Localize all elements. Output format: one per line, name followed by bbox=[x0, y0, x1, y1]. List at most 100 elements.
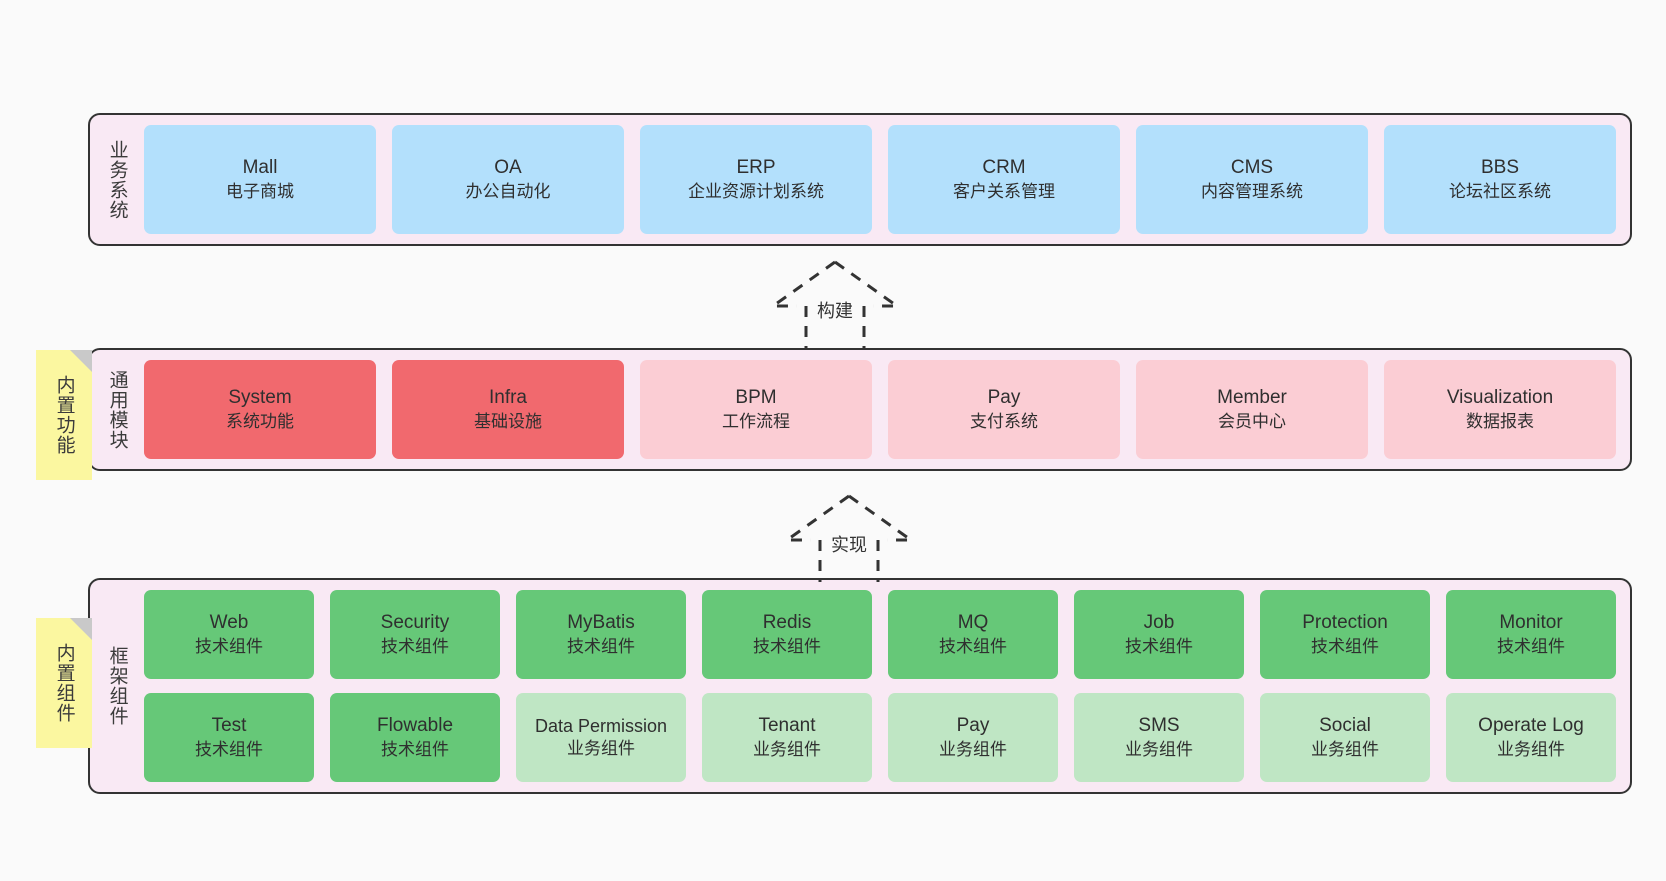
card-subtitle: 技术组件 bbox=[1125, 636, 1193, 656]
card-subtitle: 技术组件 bbox=[753, 636, 821, 656]
card-pay-module[interactable]: Pay 支付系统 bbox=[888, 360, 1120, 459]
card-subtitle: 技术组件 bbox=[939, 636, 1007, 656]
card-subtitle: 技术组件 bbox=[381, 739, 449, 759]
card-title: BBS bbox=[1480, 157, 1520, 179]
card-subtitle: 企业资源计划系统 bbox=[688, 181, 824, 201]
card-title: Tenant bbox=[758, 715, 816, 737]
card-subtitle: 业务组件 bbox=[939, 739, 1007, 759]
card-title: Flowable bbox=[376, 715, 454, 737]
card-web[interactable]: Web 技术组件 bbox=[144, 590, 314, 679]
card-monitor[interactable]: Monitor 技术组件 bbox=[1446, 590, 1616, 679]
card-cms[interactable]: CMS 内容管理系统 bbox=[1136, 125, 1368, 234]
card-subtitle: 技术组件 bbox=[567, 636, 635, 656]
card-pay-component[interactable]: Pay 业务组件 bbox=[888, 693, 1058, 782]
card-grid-framework-components: Web 技术组件 Security 技术组件 MyBatis 技术组件 Redi… bbox=[140, 590, 1616, 782]
card-title: Member bbox=[1217, 387, 1287, 409]
card-job[interactable]: Job 技术组件 bbox=[1074, 590, 1244, 679]
card-subtitle: 业务组件 bbox=[1125, 739, 1193, 759]
card-row: Mall 电子商城 OA 办公自动化 ERP 企业资源计划系统 CRM 客户关系… bbox=[144, 125, 1616, 234]
card-subtitle: 业务组件 bbox=[1497, 739, 1565, 759]
card-protection[interactable]: Protection 技术组件 bbox=[1260, 590, 1430, 679]
card-mybatis[interactable]: MyBatis 技术组件 bbox=[516, 590, 686, 679]
sticky-fold-icon bbox=[70, 350, 92, 372]
card-flowable[interactable]: Flowable 技术组件 bbox=[330, 693, 500, 782]
card-subtitle: 系统功能 bbox=[226, 411, 294, 431]
card-title: Data Permission bbox=[534, 715, 668, 736]
card-subtitle: 办公自动化 bbox=[465, 181, 551, 201]
card-operate-log[interactable]: Operate Log 业务组件 bbox=[1446, 693, 1616, 782]
card-social[interactable]: Social 业务组件 bbox=[1260, 693, 1430, 782]
realization-arrow-icon bbox=[768, 260, 902, 348]
card-title: Social bbox=[1319, 715, 1371, 737]
card-subtitle: 业务组件 bbox=[567, 739, 635, 759]
card-title: Pay bbox=[956, 715, 990, 737]
card-title: Redis bbox=[762, 612, 812, 634]
layer-business-systems: 业务系统 Mall 电子商城 OA 办公自动化 ERP 企业资源计划系统 CRM… bbox=[88, 113, 1632, 246]
card-sms[interactable]: SMS 业务组件 bbox=[1074, 693, 1244, 782]
card-subtitle: 技术组件 bbox=[381, 636, 449, 656]
card-subtitle: 支付系统 bbox=[970, 411, 1038, 431]
card-title: Infra bbox=[488, 387, 528, 409]
card-title: OA bbox=[494, 157, 522, 179]
card-system[interactable]: System 系统功能 bbox=[144, 360, 376, 459]
card-title: Monitor bbox=[1499, 612, 1563, 634]
card-row: System 系统功能 Infra 基础设施 BPM 工作流程 Pay 支付系统… bbox=[144, 360, 1616, 459]
card-tenant[interactable]: Tenant 业务组件 bbox=[702, 693, 872, 782]
card-title: Test bbox=[211, 715, 247, 737]
connector-implement: 实现 bbox=[774, 492, 924, 584]
card-bbs[interactable]: BBS 论坛社区系统 bbox=[1384, 125, 1616, 234]
card-subtitle: 客户关系管理 bbox=[953, 181, 1055, 201]
sticky-note-builtin-components: 内置组件 bbox=[36, 618, 92, 748]
card-row: Test 技术组件 Flowable 技术组件 Data Permission … bbox=[144, 693, 1616, 782]
card-security[interactable]: Security 技术组件 bbox=[330, 590, 500, 679]
connector-label-build: 构建 bbox=[817, 301, 853, 321]
card-mq[interactable]: MQ 技术组件 bbox=[888, 590, 1058, 679]
card-subtitle: 技术组件 bbox=[1311, 636, 1379, 656]
card-title: Job bbox=[1143, 612, 1175, 634]
card-crm[interactable]: CRM 客户关系管理 bbox=[888, 125, 1120, 234]
card-bpm[interactable]: BPM 工作流程 bbox=[640, 360, 872, 459]
card-title: System bbox=[228, 387, 292, 409]
card-infra[interactable]: Infra 基础设施 bbox=[392, 360, 624, 459]
card-erp[interactable]: ERP 企业资源计划系统 bbox=[640, 125, 872, 234]
card-title: Operate Log bbox=[1478, 715, 1584, 737]
card-subtitle: 工作流程 bbox=[722, 411, 790, 431]
card-visualization[interactable]: Visualization 数据报表 bbox=[1384, 360, 1616, 459]
card-subtitle: 内容管理系统 bbox=[1201, 181, 1303, 201]
card-test[interactable]: Test 技术组件 bbox=[144, 693, 314, 782]
card-mall[interactable]: Mall 电子商城 bbox=[144, 125, 376, 234]
card-oa[interactable]: OA 办公自动化 bbox=[392, 125, 624, 234]
layer-label-framework-components: 框架组件 bbox=[106, 646, 128, 726]
card-subtitle: 业务组件 bbox=[1311, 739, 1379, 759]
card-subtitle: 技术组件 bbox=[195, 739, 263, 759]
card-subtitle: 技术组件 bbox=[195, 636, 263, 656]
card-subtitle: 会员中心 bbox=[1218, 411, 1286, 431]
card-title: Web bbox=[209, 612, 249, 634]
sticky-note-label: 内置功能 bbox=[53, 375, 75, 455]
card-subtitle: 电子商城 bbox=[226, 181, 294, 201]
sticky-fold-icon bbox=[70, 618, 92, 640]
connector-build: 构建 bbox=[760, 258, 910, 350]
card-subtitle: 基础设施 bbox=[474, 411, 542, 431]
card-title: CMS bbox=[1230, 157, 1274, 179]
card-subtitle: 业务组件 bbox=[753, 739, 821, 759]
card-subtitle: 技术组件 bbox=[1497, 636, 1565, 656]
card-title: Protection bbox=[1302, 612, 1388, 634]
card-title: BPM bbox=[735, 387, 777, 409]
card-title: MyBatis bbox=[567, 612, 635, 634]
card-title: Visualization bbox=[1446, 387, 1554, 409]
realization-arrow-icon bbox=[782, 494, 916, 582]
card-title: CRM bbox=[982, 157, 1026, 179]
sticky-note-label: 内置组件 bbox=[53, 643, 75, 723]
card-subtitle: 数据报表 bbox=[1466, 411, 1534, 431]
card-row: Web 技术组件 Security 技术组件 MyBatis 技术组件 Redi… bbox=[144, 590, 1616, 679]
card-subtitle: 论坛社区系统 bbox=[1449, 181, 1551, 201]
card-redis[interactable]: Redis 技术组件 bbox=[702, 590, 872, 679]
card-title: Security bbox=[380, 612, 450, 634]
layer-label-business-systems: 业务系统 bbox=[106, 139, 128, 220]
card-data-permission[interactable]: Data Permission 业务组件 bbox=[516, 693, 686, 782]
card-member[interactable]: Member 会员中心 bbox=[1136, 360, 1368, 459]
card-title: MQ bbox=[957, 612, 989, 634]
card-grid-business-systems: Mall 电子商城 OA 办公自动化 ERP 企业资源计划系统 CRM 客户关系… bbox=[140, 125, 1616, 234]
